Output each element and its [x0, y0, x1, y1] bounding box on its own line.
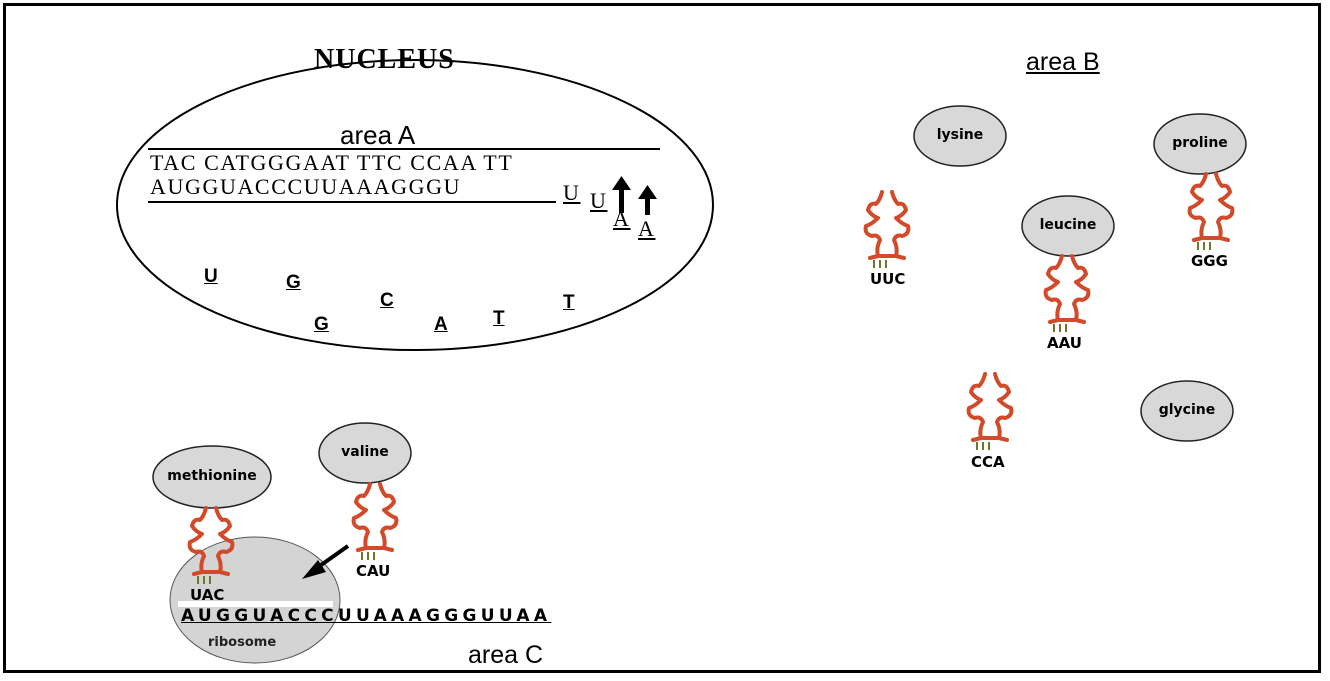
- area-c-title: area C: [468, 641, 544, 669]
- nucleus-title: NUCLEUS: [314, 44, 455, 75]
- arrow-up-2: [638, 185, 657, 215]
- trna-uuc: [863, 190, 911, 268]
- methionine-label: methionine: [167, 468, 257, 484]
- mrna-pending-u: U: [563, 180, 581, 205]
- anticodon-uuc: UUC: [870, 270, 906, 288]
- anticodon-cca: CCA: [971, 453, 1005, 471]
- mrna-sequence-c: AUGGUACCCUUAAAGGGUUAA: [181, 606, 552, 626]
- dna-strand: TAC CATGGGAAT TTC CCAA TT: [150, 150, 514, 175]
- leucine-oval: [1021, 195, 1115, 257]
- free-nucleotide: G: [286, 272, 301, 293]
- glycine-label: glycine: [1158, 402, 1216, 418]
- nucleus-ellipse: [116, 59, 714, 351]
- trna-cca: [966, 372, 1014, 450]
- mrna-strand: AUGGUACCCUUAAAGGGU: [150, 174, 462, 199]
- ribosome-label: ribosome: [208, 635, 277, 650]
- trna-ggg: [1187, 172, 1235, 250]
- area-b-title: area B: [1026, 48, 1100, 76]
- valine-oval: [318, 422, 412, 484]
- area-a-label: area A: [340, 120, 416, 150]
- trna-uac: [187, 506, 235, 584]
- mrna-pending-a2: A: [638, 216, 656, 241]
- mrna-pending-a1: A: [613, 206, 631, 231]
- free-nucleotide: A: [434, 314, 448, 335]
- methionine-oval: [152, 445, 272, 509]
- trna-cau: [351, 482, 399, 560]
- free-nucleotide: T: [493, 308, 505, 329]
- lysine-oval: [913, 105, 1007, 167]
- anticodon-uac: UAC: [190, 586, 225, 604]
- ribosome-arrow: [302, 544, 350, 579]
- valine-label: valine: [341, 444, 389, 460]
- mrna-pending-u2: U: [590, 188, 608, 213]
- free-nucleotide: U: [204, 266, 218, 287]
- glycine-oval: [1140, 380, 1234, 442]
- leucine-label: leucine: [1039, 217, 1097, 233]
- proline-oval: [1153, 113, 1247, 175]
- trna-aau: [1043, 254, 1091, 332]
- anticodon-cau: CAU: [356, 562, 391, 580]
- lysine-label: lysine: [936, 127, 984, 143]
- anticodon-ggg: GGG: [1191, 252, 1228, 270]
- ribosome: [169, 536, 341, 664]
- free-nucleotide: T: [563, 292, 575, 313]
- free-nucleotide: C: [380, 290, 394, 311]
- anticodon-aau: AAU: [1047, 334, 1082, 352]
- free-nucleotide: G: [314, 314, 329, 335]
- proline-label: proline: [1172, 135, 1228, 151]
- arrow-up-1: [612, 176, 631, 213]
